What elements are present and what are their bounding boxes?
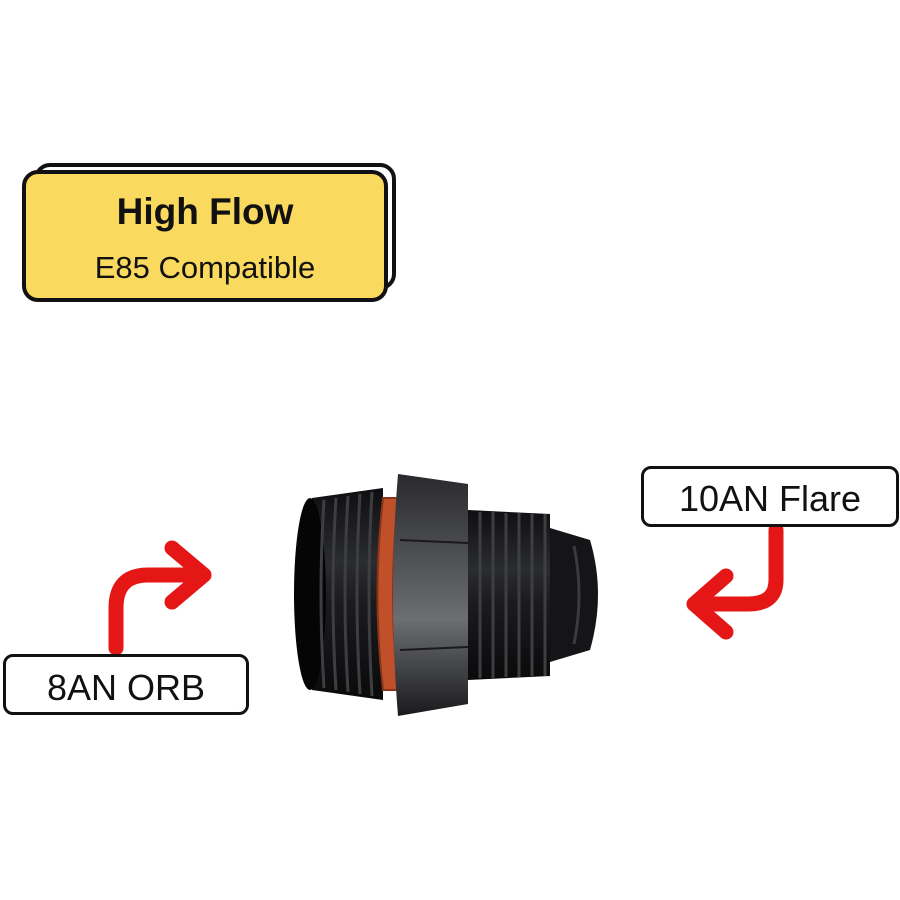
orb-callout-label: 8AN ORB xyxy=(3,654,249,715)
orb-arrow-icon xyxy=(108,567,208,656)
hex-nut xyxy=(393,474,469,716)
badge-title: High Flow xyxy=(116,191,294,232)
orb-threaded-end xyxy=(294,488,383,700)
flare-callout-label: 10AN Flare xyxy=(641,466,899,527)
badge-subtitle: E85 Compatible xyxy=(94,250,316,285)
feature-badge: High Flow E85 Compatible xyxy=(22,170,388,302)
flare-arrow-icon xyxy=(692,522,784,612)
flare-threaded-end xyxy=(468,510,598,680)
